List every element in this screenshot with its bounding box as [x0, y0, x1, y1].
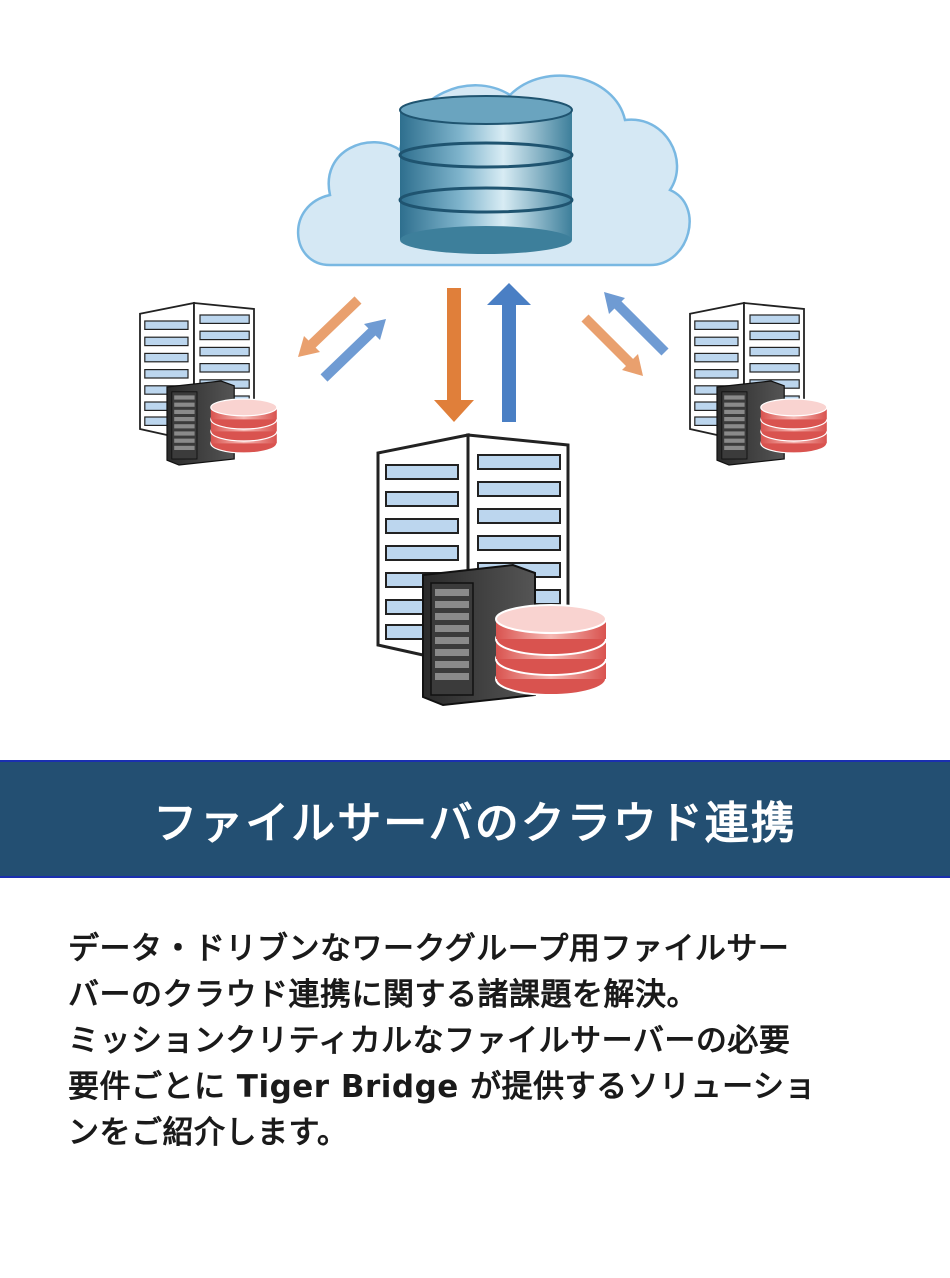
main-office-icon: [376, 433, 607, 706]
right-sync-arrows-icon: [581, 292, 669, 376]
title-banner: ファイルサーバのクラウド連携: [0, 760, 950, 878]
description-line: バーのクラウド連携に関する諸課題を解決。: [68, 977, 698, 1013]
branch-office-right-icon: [689, 302, 828, 466]
description-line: ンをご紹介します。: [68, 1115, 349, 1151]
cloud-sync-diagram: [139, 74, 828, 706]
description-line: ミッションクリティカルなファイルサーバーの必要: [68, 1023, 791, 1059]
banner-title: ファイルサーバのクラウド連携: [153, 798, 797, 849]
upload-arrow-icon: [487, 283, 531, 422]
cloud-database-icon: [296, 74, 691, 267]
left-sync-arrows-icon: [298, 296, 386, 382]
description-line: 要件ごとに Tiger Bridge が提供するソリューショ: [68, 1069, 816, 1105]
description-line: データ・ドリブンなワークグループ用ファイルサー: [68, 931, 790, 967]
description-text: データ・ドリブンなワークグループ用ファイルサー バーのクラウド連携に関する諸課題…: [68, 926, 898, 1156]
download-arrow-icon: [434, 288, 474, 422]
branch-office-left-icon: [139, 302, 278, 466]
